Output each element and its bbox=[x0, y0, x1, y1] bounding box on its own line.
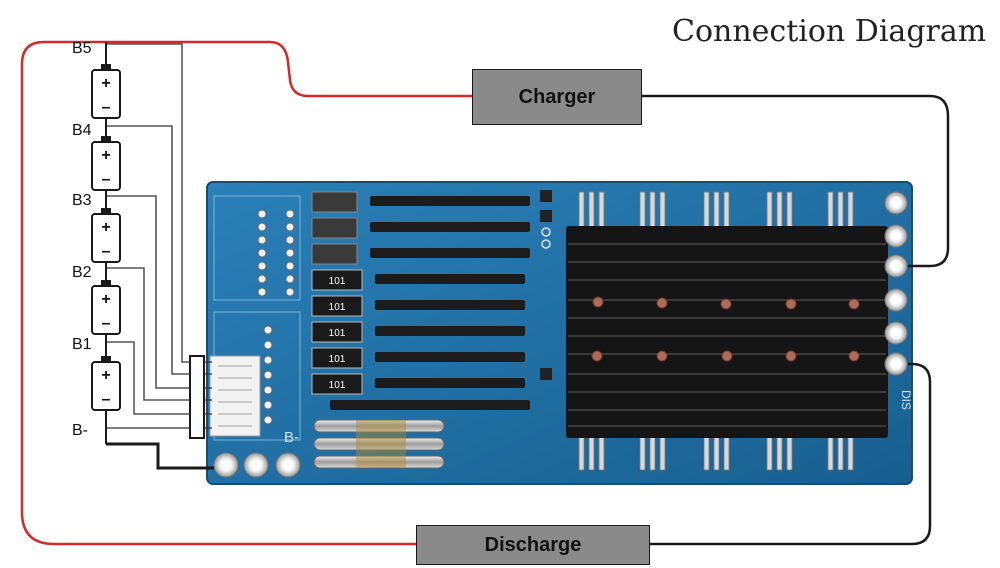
heatsink bbox=[566, 226, 888, 438]
svg-text:–: – bbox=[102, 243, 111, 260]
battery-cell-4: + – bbox=[91, 136, 121, 191]
positive-wire-charger bbox=[106, 40, 472, 98]
svg-text:+: + bbox=[101, 291, 110, 308]
b-minus-main-wire bbox=[106, 442, 214, 470]
positive-wire-discharge bbox=[20, 40, 416, 546]
svg-text:+: + bbox=[101, 75, 110, 92]
resistor-marking: 101 bbox=[329, 328, 346, 339]
cell-label-b-minus: B- bbox=[72, 422, 88, 439]
cell-label-b1: B1 bbox=[72, 336, 92, 353]
balance-connector-housing bbox=[209, 355, 261, 437]
svg-text:–: – bbox=[102, 391, 111, 408]
battery-cell-2: + – bbox=[91, 280, 121, 335]
svg-text:+: + bbox=[101, 367, 110, 384]
charger-negative-wire bbox=[642, 94, 950, 268]
smd-components bbox=[311, 190, 552, 410]
svg-text:–: – bbox=[102, 99, 111, 116]
svg-text:+: + bbox=[101, 147, 110, 164]
battery-cell-3: + – bbox=[91, 208, 121, 263]
cell-label-b3: B3 bbox=[72, 192, 92, 209]
balance-plug bbox=[189, 355, 205, 439]
output-pads bbox=[884, 191, 908, 376]
dis-pad-label: DIS bbox=[899, 390, 913, 410]
cell-label-b5: B5 bbox=[72, 40, 92, 57]
resistor-marking: 101 bbox=[329, 380, 346, 391]
battery-cell-5: + – bbox=[91, 64, 121, 119]
svg-text:+: + bbox=[101, 219, 110, 236]
balance-lead-wires bbox=[106, 43, 190, 429]
b-minus-pad-label: B- bbox=[284, 429, 299, 446]
bridge-wires bbox=[313, 419, 445, 469]
resistor-marking: 101 bbox=[329, 354, 346, 365]
resistor-marking: 101 bbox=[329, 276, 346, 287]
balance-pads bbox=[257, 209, 295, 425]
discharge-negative-wire bbox=[650, 362, 932, 546]
battery-cell-1: + – bbox=[91, 356, 121, 411]
svg-text:–: – bbox=[102, 315, 111, 332]
b-minus-pads bbox=[213, 452, 301, 478]
resistor-marking: 101 bbox=[329, 302, 346, 313]
cell-label-b4: B4 bbox=[72, 122, 92, 139]
cell-label-b2: B2 bbox=[72, 264, 92, 281]
svg-text:–: – bbox=[102, 171, 111, 188]
bms-board: 101 101 101 101 101 B- bbox=[206, 181, 913, 485]
discharge-box: Discharge bbox=[416, 525, 650, 565]
mosfet-legs-bottom bbox=[578, 435, 854, 471]
diagram-title: Connection Diagram bbox=[672, 14, 987, 49]
charger-box: Charger bbox=[472, 69, 642, 125]
battery-cells: + – + – + – + – + – bbox=[91, 64, 121, 411]
